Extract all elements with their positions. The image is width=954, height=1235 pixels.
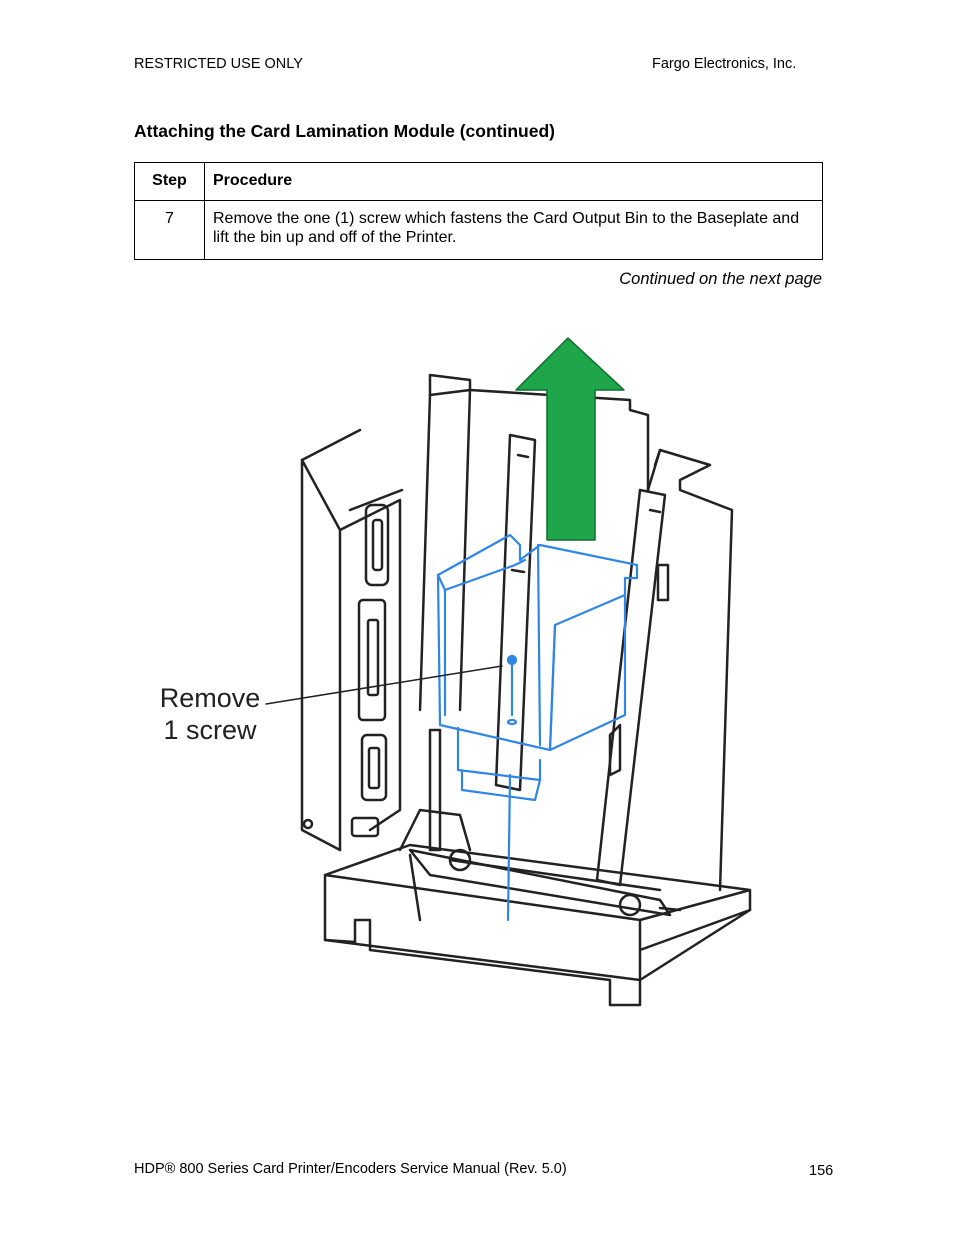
callout-leader-line — [265, 665, 503, 705]
step-number: 7 — [134, 200, 205, 260]
procedure-table: Step Procedure 7 Remove the one (1) scre… — [134, 162, 823, 260]
table-header-row: Step Procedure — [134, 162, 823, 201]
printer-body-drawing — [300, 373, 752, 1007]
callout-line-2: 1 screw — [163, 715, 257, 745]
section-title: Attaching the Card Lamination Module (co… — [134, 121, 555, 141]
footer-page-number: 156 — [809, 1163, 834, 1179]
column-header-procedure: Procedure — [204, 162, 823, 201]
lift-direction-arrow — [515, 337, 625, 541]
callout-line-1: Remove — [159, 683, 261, 713]
card-output-bin-drawing — [436, 533, 639, 922]
continued-note: Continued on the next page — [619, 270, 822, 288]
table-row: 7 Remove the one (1) screw which fastens… — [134, 200, 823, 260]
header-restricted-label: RESTRICTED USE ONLY — [134, 56, 303, 72]
header-company-name: Fargo Electronics, Inc. — [652, 56, 797, 72]
procedure-text: Remove the one (1) screw which fastens t… — [204, 200, 823, 260]
footer-manual-title: HDP® 800 Series Card Printer/Encoders Se… — [134, 1161, 567, 1177]
screw-callout-label: Remove 1 screw — [154, 682, 266, 746]
column-header-step: Step — [134, 162, 205, 201]
printer-illustration — [140, 330, 770, 1020]
